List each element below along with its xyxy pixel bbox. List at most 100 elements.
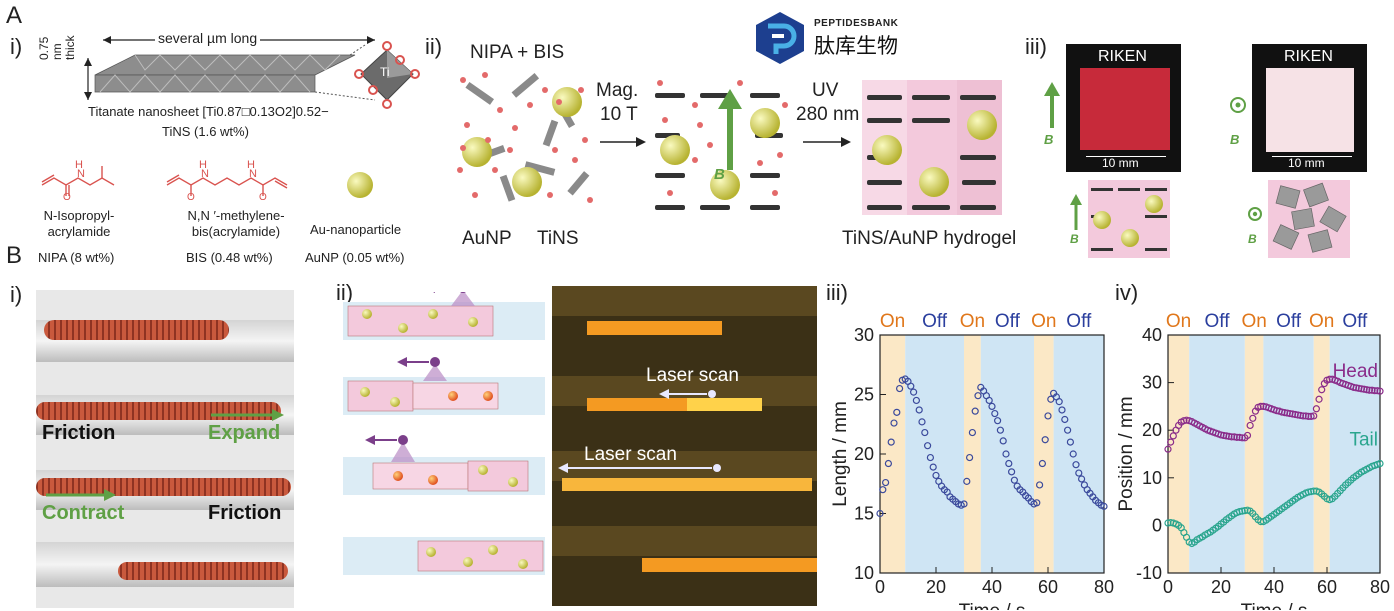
data-point <box>960 500 968 508</box>
panel-b-iii-label: iii) <box>826 280 848 305</box>
data-point <box>999 437 1007 445</box>
svg-text:N: N <box>77 168 85 180</box>
riken-label-1: RIKEN <box>1098 48 1147 65</box>
data-point <box>1376 459 1384 468</box>
panel-b-label: B <box>6 242 23 269</box>
y-tick-label: 0 <box>1152 515 1162 535</box>
phase-label-on: On <box>1309 311 1334 332</box>
tins-wt-label: TiNS (1.6 wt%) <box>162 124 249 139</box>
x-tick-label: 60 <box>1038 577 1058 597</box>
peptidesbank-logo-icon <box>756 12 804 64</box>
expand-arrow-icon <box>211 409 284 421</box>
svg-text:O: O <box>63 192 71 200</box>
data-point <box>1225 432 1233 440</box>
y-tick-label: 15 <box>854 504 874 524</box>
data-point <box>881 478 890 487</box>
data-point <box>1227 433 1236 441</box>
ti-octahedron-icon <box>354 41 420 109</box>
arrow-right-icon <box>600 137 646 147</box>
aunp-icon <box>347 172 373 198</box>
hydrogel-label: TiNS/AuNP hydrogel <box>842 228 1017 249</box>
data-point <box>988 402 996 411</box>
riken-label-2: RIKEN <box>1284 48 1333 65</box>
data-point <box>879 486 887 494</box>
y-tick-label: 30 <box>1142 373 1162 393</box>
worm-locomotion-illustration <box>36 290 294 608</box>
b-field-out-of-plane-icon <box>1230 97 1246 113</box>
tins-label: TiNS <box>537 228 579 249</box>
stacked-gel-schematic <box>1268 180 1350 258</box>
data-point <box>1169 432 1177 440</box>
phase-label-off: Off <box>1342 311 1368 332</box>
random-dispersion-illustration <box>457 72 593 203</box>
data-point <box>1061 415 1069 424</box>
data-point <box>1075 469 1083 477</box>
data-point <box>929 463 937 471</box>
laser-scan-arrow-icon-2 <box>558 463 721 473</box>
data-point <box>1064 426 1072 434</box>
data-point <box>1307 412 1315 420</box>
uv-step-label: UV <box>812 80 839 101</box>
phase-label-on: On <box>1166 311 1191 332</box>
data-point <box>1241 507 1249 515</box>
data-point <box>1055 398 1063 406</box>
panel-a-i-label: i) <box>10 34 23 59</box>
data-point <box>996 426 1004 434</box>
data-point <box>1036 481 1044 489</box>
data-point <box>1164 445 1172 453</box>
y-axis-label: Length / mm <box>830 401 851 507</box>
phase-label-on: On <box>1031 311 1056 332</box>
data-point <box>1164 519 1172 527</box>
x-tick-label: 80 <box>1094 577 1114 597</box>
data-point <box>1233 433 1241 441</box>
svg-text:H: H <box>247 159 255 171</box>
data-point <box>909 388 918 396</box>
phase-label-off: Off <box>1276 311 1302 332</box>
data-point <box>1008 468 1016 476</box>
phase-label-off: Off <box>995 311 1021 332</box>
data-point <box>1066 438 1074 446</box>
data-point <box>1257 402 1265 411</box>
data-point <box>1058 406 1066 414</box>
data-point <box>890 419 898 427</box>
x-tick-label: 0 <box>875 577 885 597</box>
data-point <box>921 428 929 437</box>
nipa-wt: NIPA (8 wt%) <box>38 250 115 265</box>
svg-text:H: H <box>75 159 83 171</box>
phase-band-on <box>1313 335 1330 573</box>
data-point <box>1249 414 1257 422</box>
data-point <box>1246 421 1254 430</box>
data-point <box>876 509 884 518</box>
phase-band-on <box>1168 335 1190 573</box>
data-point <box>1376 387 1384 395</box>
scale-label-2: 10 mm <box>1288 156 1325 170</box>
data-point <box>968 428 976 437</box>
data-point <box>1243 431 1252 440</box>
data-point <box>1069 450 1077 458</box>
phase-band-off <box>905 335 964 573</box>
laser-scan-arrow-icon-1 <box>659 389 716 399</box>
bis-wt: BIS (0.48 wt%) <box>186 250 273 265</box>
data-point <box>887 438 895 446</box>
data-point <box>1363 386 1371 394</box>
nipa-name: N-Isopropyl-acrylamide <box>43 208 115 239</box>
data-point <box>915 406 923 414</box>
series-label-tail: Tail <box>1349 430 1378 451</box>
data-point <box>1299 412 1307 420</box>
titanate-nanosheet-illustration <box>84 36 420 109</box>
panel-b-iv-label: iv) <box>1115 280 1139 305</box>
x-tick-label: 40 <box>982 577 1002 597</box>
data-point <box>884 459 893 468</box>
data-point <box>1002 450 1010 458</box>
phase-band-on <box>964 335 981 573</box>
data-point <box>971 407 979 415</box>
phase-band-off <box>1263 335 1314 573</box>
data-point <box>918 418 926 426</box>
data-point <box>1296 411 1305 420</box>
data-point <box>895 384 904 393</box>
uv-value-label: 280 nm <box>796 104 860 125</box>
phase-label-off: Off <box>922 311 948 332</box>
data-point <box>1100 502 1108 510</box>
panel-a-iii-label: iii) <box>1025 34 1047 59</box>
data-point <box>991 409 999 418</box>
